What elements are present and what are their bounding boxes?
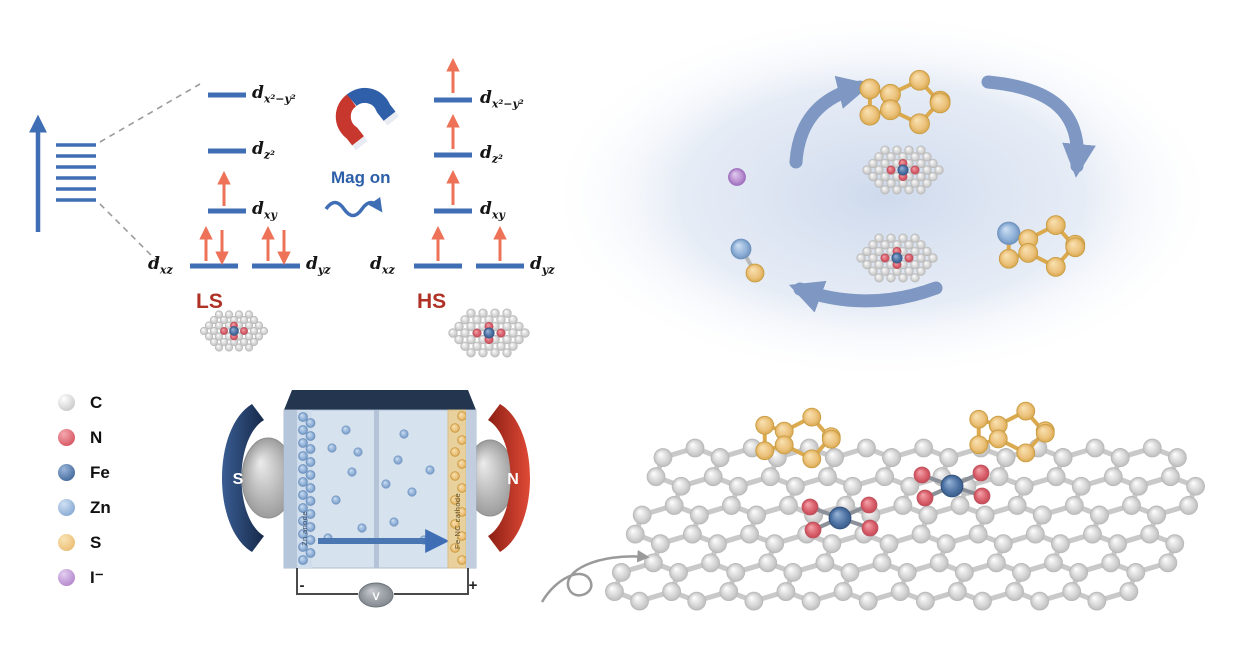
legend-label-iodide: I⁻ xyxy=(90,567,104,587)
mag-on-wavy-arrow-icon xyxy=(324,196,383,218)
orbital-label-ls-dxz: dxz xyxy=(148,254,173,277)
left-magnet-icon xyxy=(222,404,264,552)
hs-molecule-icon xyxy=(448,308,530,358)
orbital-label-hs-dxz: dxz xyxy=(370,254,395,277)
orbital-label-ls-dx2y2: dx²−y² xyxy=(252,83,296,106)
hs-electron-arrows xyxy=(431,57,507,261)
right-magnet-label: N xyxy=(507,471,519,488)
nitrogen-sphere-icon xyxy=(58,429,75,446)
positive-terminal-label: + xyxy=(469,577,478,594)
cell-right-wall xyxy=(466,410,476,568)
legend-item-carbon: C xyxy=(58,385,111,420)
legend-item-nitrogen: N xyxy=(58,420,111,455)
legend-label-sulfur: S xyxy=(90,532,102,552)
separator xyxy=(374,410,379,568)
s8-on-graphene xyxy=(755,401,1055,469)
s8-ring-icon xyxy=(859,69,951,135)
legend-label-iron: Fe xyxy=(90,462,110,482)
legend-item-iodide: I⁻ xyxy=(58,560,111,595)
mag-on-label: Mag on xyxy=(331,168,391,187)
orbital-label-hs-dxy: dxy xyxy=(480,199,505,222)
graphene-sheet xyxy=(605,438,1205,611)
orbital-label-hs-dyz: dyz xyxy=(530,254,555,277)
low-spin-label: LS xyxy=(196,290,223,313)
cycle-background-glow xyxy=(544,10,1220,382)
cycle-arrows xyxy=(788,75,1096,313)
cathode-spheres xyxy=(450,411,467,565)
cell-left-wall xyxy=(284,410,297,568)
zoom-dash-top xyxy=(99,83,201,143)
ls-electron-arrows xyxy=(199,170,291,266)
zn-polysulfide-ring-icon xyxy=(997,215,1086,277)
negative-terminal-label: - xyxy=(300,577,305,594)
legend-label-zinc: Zn xyxy=(90,497,111,517)
zn-s-battery: S N Zn anode Fe-NC cathode V - + xyxy=(222,390,530,608)
element-legend: C N Fe Zn S I⁻ xyxy=(58,385,111,595)
orbital-label-hs-dz2: dz² xyxy=(480,143,503,166)
cathode-label: Fe-NC cathode xyxy=(453,493,462,549)
ls-molecule-icon xyxy=(199,310,269,352)
high-spin-label: HS xyxy=(417,290,447,313)
dense-level-stack xyxy=(56,143,96,202)
cycle-arrow-bottom-icon xyxy=(788,280,943,313)
zoom-dash-bottom xyxy=(99,203,163,267)
legend-item-sulfur: S xyxy=(58,525,111,560)
orbital-label-ls-dyz: dyz xyxy=(306,254,331,277)
legend-item-zinc: Zn xyxy=(58,490,111,525)
iodide-sphere-icon xyxy=(58,569,75,586)
circuit-wire xyxy=(296,568,469,595)
fe-nc-flake-top-icon xyxy=(862,145,944,195)
cell-top-face xyxy=(284,390,476,410)
electrolyte-ions xyxy=(323,425,435,545)
left-magnet-label: S xyxy=(233,471,244,488)
zinc-sphere-icon xyxy=(58,499,75,516)
iron-sphere-icon xyxy=(58,464,75,481)
anode-label: Zn anode xyxy=(300,511,309,546)
voltmeter-label: V xyxy=(372,591,380,603)
cycle-arrow-left-icon xyxy=(789,75,872,169)
horseshoe-magnet-icon xyxy=(335,87,400,151)
right-magnet-icon xyxy=(488,404,530,552)
hs-orbital-levels xyxy=(414,97,524,269)
sulfur-sphere-icon xyxy=(58,534,75,551)
legend-label-carbon: C xyxy=(90,392,103,412)
zn-anode-spheres xyxy=(298,412,316,565)
orbital-label-hs-dx2y2: dx²−y² xyxy=(480,88,524,111)
d-orbital-energy-diagram xyxy=(29,57,524,269)
iodide-ion-icon xyxy=(728,168,746,186)
orbital-label-ls-dxy: dxy xyxy=(252,199,277,222)
curly-arrow-icon xyxy=(540,550,650,603)
fe-nc-flake-bottom-icon xyxy=(856,233,938,283)
legend-item-iron: Fe xyxy=(58,455,111,490)
carbon-sphere-icon xyxy=(58,394,75,411)
zns-molecule-icon xyxy=(730,238,765,283)
ls-orbital-levels xyxy=(190,92,300,269)
legend-label-nitrogen: N xyxy=(90,427,103,447)
cycle-arrow-right-icon xyxy=(981,75,1096,178)
voltmeter-icon xyxy=(358,582,394,608)
fe-n4-sites xyxy=(801,464,991,539)
orbital-label-ls-dz2: dz² xyxy=(252,139,275,162)
